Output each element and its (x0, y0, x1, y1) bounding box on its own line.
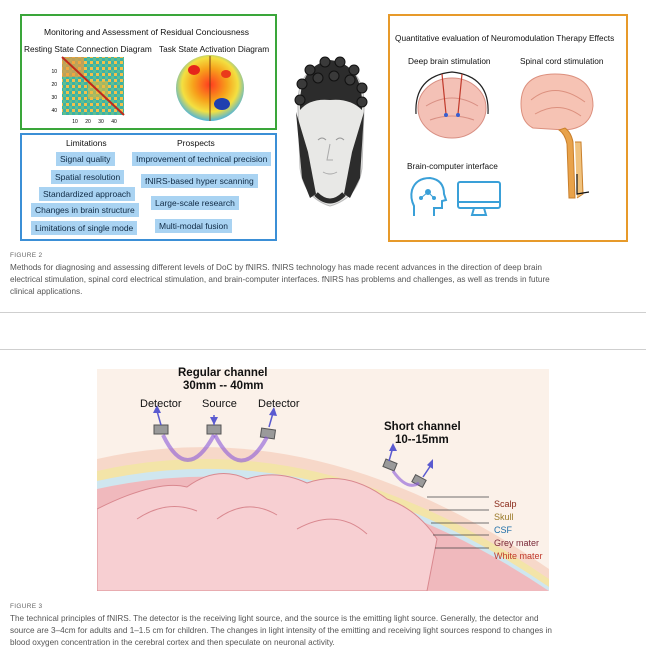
matrix-ytick: 30 (51, 95, 57, 101)
regular-channel-title: Regular channel (178, 367, 268, 379)
figure2-caption-line: clinical applications. (10, 287, 83, 296)
limitation-item: Changes in brain structure (31, 203, 139, 217)
therapy-title: Quantitative evaluation of Neuromodulati… (395, 33, 615, 43)
prospect-item: Large-scale research (151, 196, 239, 210)
figure2-caption-line: electrical stimulation, spinal cord elec… (10, 275, 550, 284)
task-state-title: Task State Activation Diagram (159, 44, 270, 54)
figure3-label: FIGURE 3 (10, 603, 43, 610)
matrix-xtick: 20 (85, 119, 91, 125)
short-channel-title: Short channel (384, 421, 461, 433)
prospect-item: Improvement of technical precision (132, 152, 272, 166)
monitoring-title: Monitoring and Assessment of Residual Co… (44, 27, 250, 37)
dbs-brain-image (415, 71, 489, 139)
layer-label-grey-matter: Grey mater (494, 538, 540, 548)
matrix-xtick: 10 (72, 119, 78, 125)
prospect-item: fNIRS-based hyper scanning (141, 174, 258, 188)
therapy-panel (388, 14, 628, 242)
scs-label: Spinal cord stimulation (520, 56, 604, 66)
limitation-item: Spatial resolution (51, 170, 125, 184)
limitation-item: Signal quality (56, 152, 115, 166)
limitation-item: Limitations of single mode (31, 221, 138, 235)
computer-monitor-icon (457, 181, 501, 216)
source-label: Source (202, 398, 237, 410)
regular-channel-range: 30mm -- 40mm (183, 380, 264, 392)
monitoring-panel (20, 14, 277, 130)
connectivity-matrix: 10 20 30 40 10 20 30 40 (51, 56, 125, 125)
fnirs-principle-illustration (97, 369, 549, 591)
dbs-label: Deep brain stimulation (408, 56, 491, 66)
activation-brain-image (176, 55, 244, 121)
matrix-xtick: 40 (111, 119, 117, 125)
detector-right-label: Detector (258, 398, 300, 410)
figure2-label: FIGURE 2 (10, 252, 43, 259)
short-channel-range: 10--15mm (395, 434, 449, 446)
prospect-item: Multi-modal fusion (155, 219, 232, 233)
matrix-ytick: 10 (51, 69, 57, 75)
resting-state-title: Resting State Connection Diagram (24, 44, 152, 54)
fnirs-cap-head-image (294, 56, 368, 207)
figure3-caption-line: source are 3–4cm for adults and 1–1.5 cm… (10, 626, 552, 635)
layer-label-white-matter: White mater (494, 551, 543, 561)
scs-brain-spine-image (520, 73, 594, 199)
layer-label-csf: CSF (494, 525, 512, 535)
limitations-prospects-panel (20, 133, 277, 241)
figure2-caption-line: Methods for diagnosing and assessing dif… (10, 263, 542, 272)
limitation-item: Standardized approach (39, 187, 135, 201)
figure3-caption-line: blood oxygen concentration in the cerebr… (10, 638, 335, 647)
matrix-ytick: 20 (51, 82, 57, 88)
section-divider (0, 349, 646, 350)
limitations-heading: Limitations (66, 138, 107, 148)
figure3-caption-line: The technical principles of fNIRS. The d… (10, 614, 539, 623)
bci-label: Brain-computer interface (407, 161, 498, 171)
matrix-xtick: 30 (98, 119, 104, 125)
head-profile-icon (410, 176, 448, 216)
layer-label-skull: Skull (494, 512, 514, 522)
detector-left-label: Detector (140, 398, 182, 410)
matrix-ytick: 40 (51, 108, 57, 114)
layer-label-scalp: Scalp (494, 499, 517, 509)
prospects-heading: Prospects (177, 138, 215, 148)
section-divider (0, 312, 646, 313)
